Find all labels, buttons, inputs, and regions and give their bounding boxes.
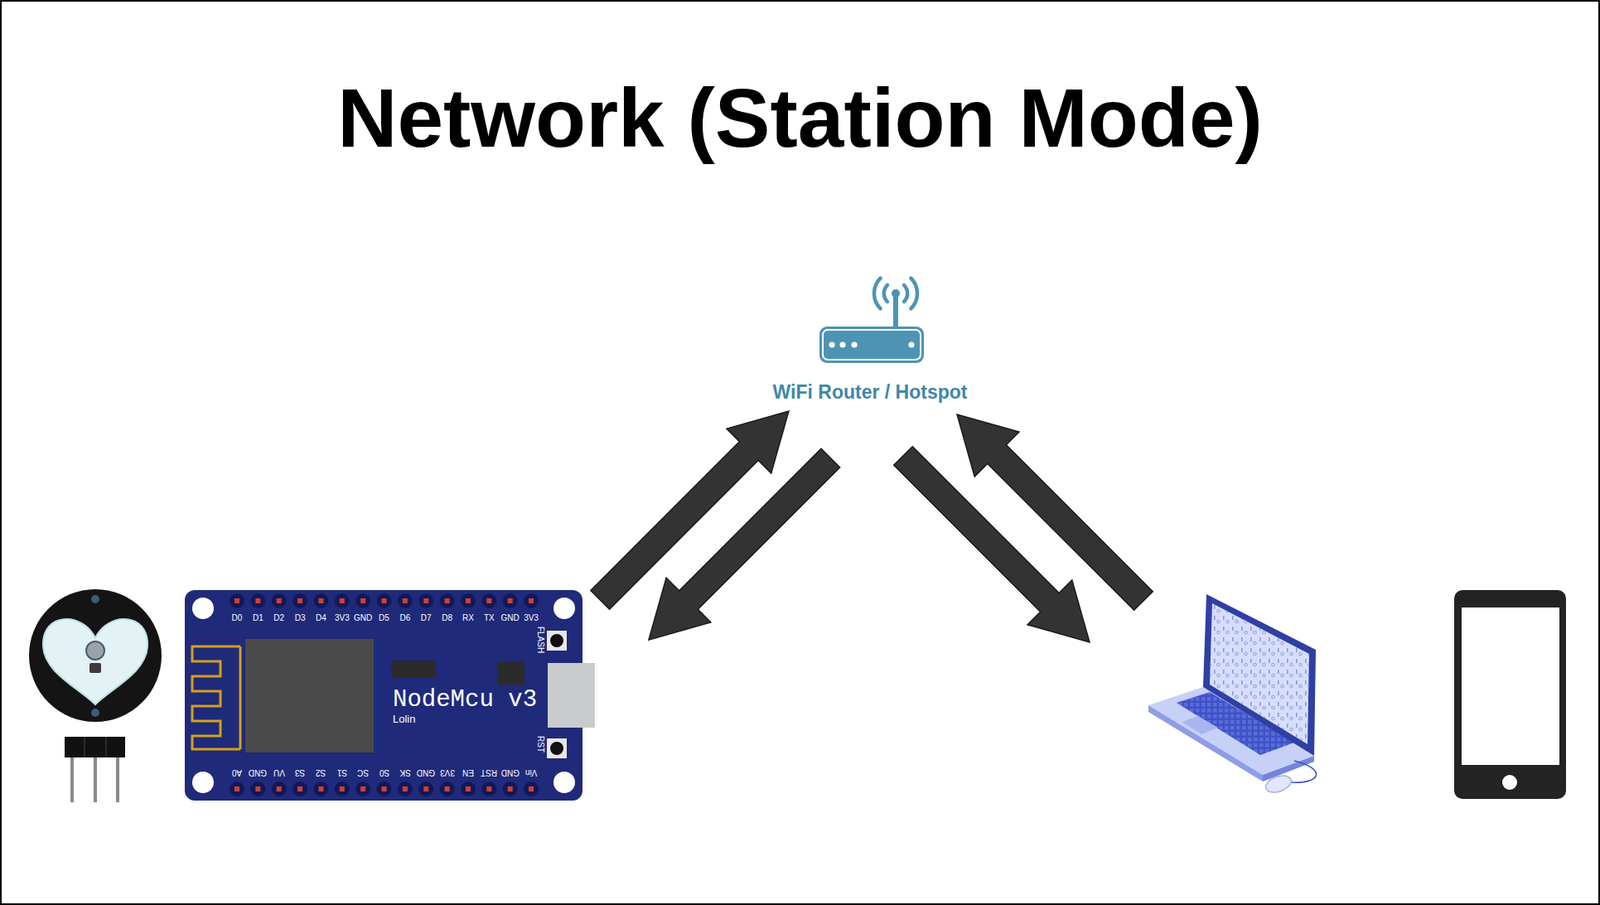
- data-arrow: [648, 448, 841, 640]
- pin-label: S0: [378, 768, 389, 777]
- flash-button: [546, 630, 567, 651]
- wifi-wave: [884, 285, 888, 302]
- antenna-stem: [893, 294, 899, 329]
- pin-label: D7: [420, 613, 432, 623]
- pin-label: GND: [416, 768, 436, 777]
- router-led: [850, 341, 857, 348]
- usb-port: [547, 662, 595, 728]
- mouse-cable: [1290, 760, 1317, 783]
- router-icon: [819, 278, 924, 363]
- pin-label: D8: [441, 613, 453, 623]
- pin-header: [64, 736, 126, 758]
- router-trim: [822, 329, 921, 360]
- button-cap: [550, 633, 564, 648]
- pin-label: D0: [232, 613, 243, 623]
- pin-label: D3: [294, 613, 306, 623]
- router-body: [819, 326, 924, 363]
- pin-label: S2: [315, 768, 326, 777]
- router-node: WiFi Router / Hotspot: [769, 381, 972, 405]
- sensor-chip: [89, 662, 102, 673]
- wifi-wave: [903, 285, 908, 302]
- pin-label: A0: [232, 768, 242, 777]
- pin-label: GND: [353, 613, 373, 623]
- router-led: [908, 341, 914, 348]
- laptop-lid: [1203, 594, 1316, 756]
- wifi-wave: [910, 278, 918, 310]
- phone-body: [1454, 589, 1567, 799]
- board-maker: Lolin: [392, 713, 416, 725]
- button-label: FLASH: [536, 626, 545, 653]
- pin-row: [226, 778, 542, 799]
- pin-label: RX: [462, 613, 474, 623]
- mouse: [1263, 772, 1294, 796]
- data-arrow: [894, 446, 1090, 643]
- router-led: [828, 341, 835, 348]
- pin-label: D1: [252, 613, 264, 623]
- laptop-icon: [1148, 594, 1317, 796]
- pin-label: RST: [480, 768, 498, 777]
- sensor-hole: [91, 708, 100, 717]
- pin-label: GND: [248, 768, 267, 777]
- pin-label: D2: [273, 613, 285, 623]
- diagram-title: Network (Station Mode): [0, 76, 1600, 160]
- board-pcb: [184, 589, 583, 801]
- pin-label: 3V3: [439, 768, 455, 777]
- esp-module: [245, 638, 374, 753]
- laptop-touchpad: [1181, 715, 1219, 735]
- mounting-hole: [553, 597, 576, 619]
- sensor-led: [86, 641, 105, 660]
- button-cap: [550, 741, 564, 755]
- wifi-wave: [874, 278, 881, 310]
- pin-label: 3V3: [334, 613, 350, 623]
- pin-label: SK: [399, 768, 411, 777]
- pin-label: S3: [294, 768, 305, 777]
- screen-pattern: [1209, 603, 1310, 745]
- pin-label: EN: [462, 768, 474, 777]
- sensor-hole: [91, 594, 100, 604]
- pin-row: [226, 590, 542, 611]
- pin-label: VU: [273, 768, 286, 777]
- pcb-antenna: [192, 646, 241, 750]
- mounting-hole: [192, 771, 214, 793]
- phone-icon: [1454, 589, 1567, 799]
- pin-label: GND: [501, 768, 520, 777]
- pin-label: D5: [378, 613, 390, 623]
- pin-label: SC: [357, 768, 369, 777]
- header-divider: [84, 736, 86, 758]
- pin-label: D6: [399, 613, 411, 623]
- pin-label: S1: [337, 768, 348, 777]
- sensor-disc: [29, 589, 162, 722]
- smd-chip: [391, 660, 436, 677]
- reset-button: [546, 738, 567, 759]
- sensor-heart: [43, 618, 148, 705]
- data-arrow: [957, 414, 1153, 610]
- home-button: [1502, 774, 1518, 790]
- pin-row-bottom: [226, 778, 542, 799]
- header-divider: [106, 736, 107, 758]
- antenna-tip: [891, 289, 900, 298]
- device-label: WiFi Router / Hotspot: [769, 381, 972, 405]
- nodemcu-board: [184, 589, 595, 801]
- pin-label: TX: [483, 613, 495, 623]
- pin-label: Vin: [525, 768, 537, 777]
- laptop-screen: [1209, 603, 1310, 745]
- router-led: [839, 341, 846, 348]
- board-name: NodeMcu v3: [392, 687, 537, 712]
- sensor-pin: [70, 749, 74, 803]
- pin-label: GND: [501, 613, 520, 623]
- smd-chip: [497, 661, 525, 685]
- button-label: RST: [536, 735, 545, 753]
- sensor-pin: [116, 749, 120, 803]
- sensor-pin: [93, 749, 97, 803]
- pin-label: 3V3: [523, 613, 539, 623]
- mounting-hole: [192, 597, 214, 619]
- pin-label: D4: [315, 613, 327, 623]
- mounting-hole: [553, 771, 576, 793]
- phone-screen: [1461, 607, 1560, 765]
- pulse-sensor: [29, 589, 162, 803]
